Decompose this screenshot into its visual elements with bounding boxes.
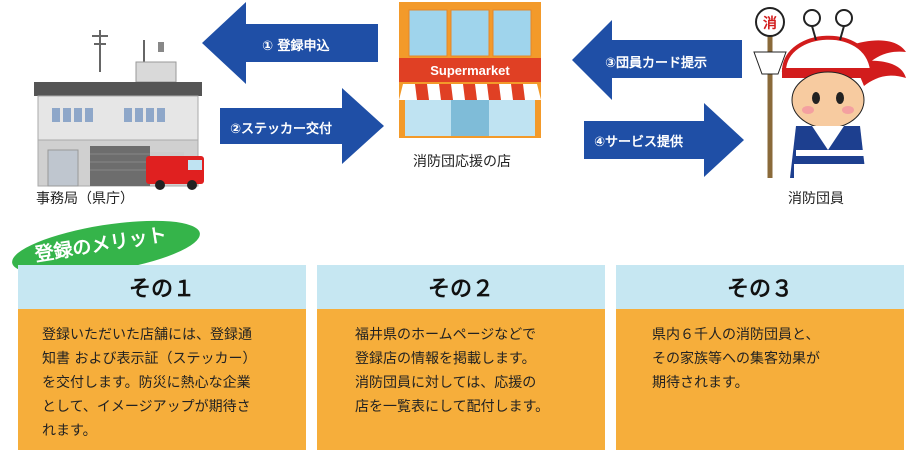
arrow-label-3: ③団員カード提示: [605, 56, 708, 71]
merit-panel-body: 県内６千人の消防団員と、 その家族等への集客効果が 期待されます。: [616, 309, 904, 450]
office-building-illustration: [28, 28, 208, 194]
merit-panel-body: 登録いただいた店舗には、登録通 知書 および表示証（ステッカー） を交付します。…: [18, 309, 306, 450]
arrow-label-1: ① 登録申込: [262, 39, 330, 54]
supermarket-illustration: Supermarket: [395, 0, 545, 146]
merit-line: として、イメージアップが期待さ: [42, 399, 251, 415]
merit-line: 登録店の情報を掲載します。: [355, 351, 536, 367]
merit-line: その家族等への集客効果が: [652, 351, 820, 367]
merit-panel-title: その２: [317, 265, 605, 309]
firefighter-mascot-illustration: 消: [738, 0, 908, 184]
merit-line: 知書 および表示証（ステッカー）: [42, 351, 257, 367]
merit-line: 登録いただいた店舗には、登録通: [42, 327, 252, 343]
helmet-character: 消: [763, 15, 777, 32]
office-label: 事務局（県庁）: [36, 191, 134, 207]
merit-panel-1: その１ 登録いただいた店舗には、登録通 知書 および表示証（ステッカー） を交付…: [18, 265, 306, 450]
merit-line: れます。: [42, 423, 97, 439]
arrow-registration-application: [202, 2, 378, 84]
member-label: 消防団員: [788, 191, 844, 207]
merit-panel-title: その３: [616, 265, 904, 309]
merit-panel-title: その１: [18, 265, 306, 309]
arrow-label-4: ④サービス提供: [594, 135, 684, 150]
merit-panel-3: その３ 県内６千人の消防団員と、 その家族等への集客効果が 期待されます。: [616, 265, 904, 450]
merit-panel-body: 福井県のホームページなどで 登録店の情報を掲載します。 消防団員に対しては、応援…: [317, 309, 605, 450]
merit-line: を交付します。防災に熱心な企業: [42, 375, 251, 391]
store-label: 消防団応援の店: [413, 154, 511, 170]
merit-line: 県内６千人の消防団員と、: [652, 327, 820, 343]
merit-line: 福井県のホームページなどで: [355, 327, 537, 343]
arrow-member-card-presentation: [572, 20, 742, 100]
merit-line: 期待されます。: [652, 375, 749, 391]
merit-line: 店を一覧表にして配付します。: [355, 399, 550, 415]
arrow-service-provision: [584, 103, 744, 177]
merit-line: 消防団員に対しては、応援の: [355, 375, 537, 391]
merits-badge: 登録のメリット: [8, 218, 204, 282]
arrow-label-2: ②ステッカー交付: [230, 122, 333, 137]
arrow-sticker-issuance: [220, 88, 384, 164]
merit-panel-2: その２ 福井県のホームページなどで 登録店の情報を掲載します。 消防団員に対して…: [317, 265, 605, 450]
supermarket-sign-text: Supermarket: [430, 63, 510, 78]
